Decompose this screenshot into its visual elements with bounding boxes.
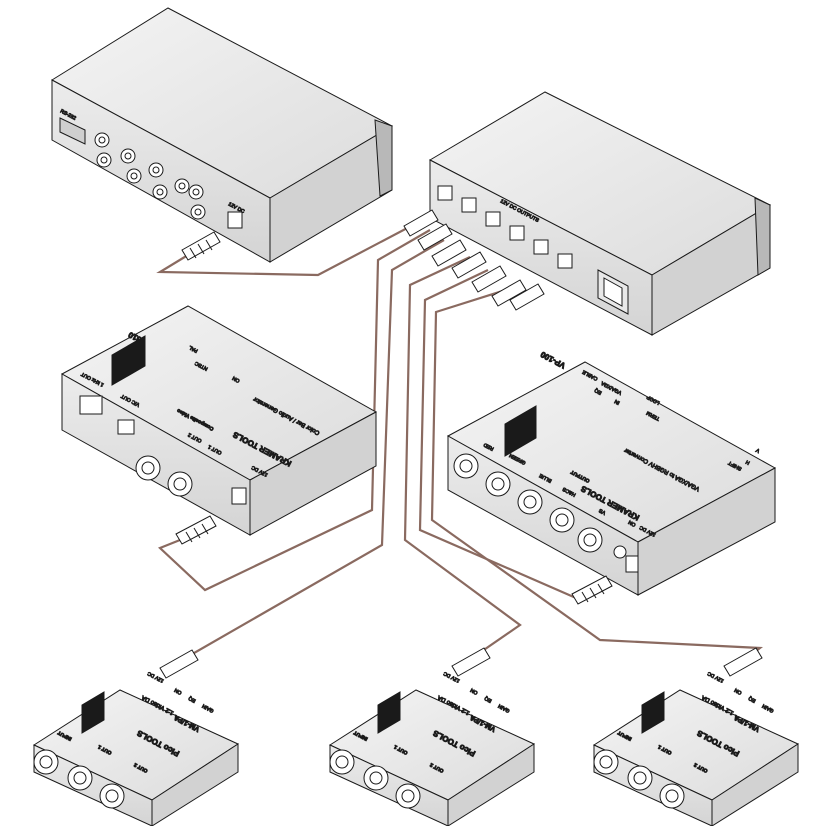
switch-on-810: ON [231, 375, 241, 384]
label-gain-da-left: GAIN [201, 702, 215, 713]
device-vp100: KRAMER TOOLS VP-100 VGA/XGA to RGBHV Con… [446, 349, 777, 596]
label-red: RED [482, 441, 494, 451]
cable-gen-810 [157, 229, 431, 592]
cable-da-middle [403, 256, 522, 666]
bnc-outputs-vp100 [453, 453, 603, 553]
sw-eq: EQ [594, 387, 603, 396]
plug-da-left [159, 649, 199, 679]
device-top-left: RS-232 12V DC [51, 7, 394, 263]
dc-jack-810 [231, 487, 247, 505]
vc-out-port [79, 395, 103, 415]
cable-da-left [167, 239, 445, 669]
sw-in: IN [613, 398, 621, 406]
psu-plugs [403, 209, 545, 311]
plug-da-right [723, 647, 763, 677]
kramer-logo-da-left [81, 691, 105, 734]
plug-810 [175, 515, 217, 545]
label-vs: VS [598, 507, 607, 516]
led-on-vp100 [613, 545, 627, 559]
label-eq-da-middle: EQ [484, 695, 493, 704]
device-da-left: Pico TOOLS VM-1/PA 1:2 Video DA GAIN EQ … [32, 669, 240, 826]
cable-top-left-device [156, 214, 433, 277]
label-12v-da-right: 12V DC [706, 670, 725, 684]
label-gain-da-middle: GAIN [497, 702, 511, 713]
device-power-supply: 12V DC OUTPUTS [428, 91, 772, 336]
kramer-logo-vp100 [504, 405, 537, 457]
label-gain-da-right: GAIN [761, 702, 775, 713]
device-da-right: Pico TOOLS VM-1/PA 1:2 Video DA GAIN EQ … [592, 669, 800, 826]
sw-v: V [755, 446, 761, 453]
kramer-logo-da-right [641, 691, 665, 734]
model-vp100: VP-100 [539, 349, 567, 370]
label-eq-da-right: EQ [748, 695, 757, 704]
dc-jack-top-left [227, 211, 243, 229]
dc-jack-vp100 [625, 555, 639, 573]
label-on-vp100: ON [627, 519, 637, 528]
label-eq-da-left: EQ [188, 695, 197, 704]
label-on-da-right: ON [733, 687, 743, 696]
label-on-da-middle: ON [469, 687, 479, 696]
cable-vp100 [418, 269, 577, 600]
device-810-generator: KRAMER TOOLS 810 Color Bar / Audio Gener… [60, 305, 378, 536]
bnc-outputs-810 [135, 455, 193, 497]
plug-vp100 [571, 575, 613, 605]
svideo-port [117, 419, 135, 435]
switch-pal: PAL [188, 344, 199, 354]
sw-h: H [745, 458, 751, 465]
kramer-logo-da-middle [377, 691, 401, 734]
plug-top-left [181, 231, 221, 261]
plug-da-middle [451, 647, 491, 677]
device-da-middle: Pico TOOLS VM-1/PA 1:2 Video DA GAIN EQ … [328, 669, 536, 826]
dc-output-jacks [437, 185, 573, 269]
rs232-port [59, 117, 86, 145]
kramer-logo-810 [111, 335, 146, 386]
label-on-da-left: ON [173, 687, 183, 696]
